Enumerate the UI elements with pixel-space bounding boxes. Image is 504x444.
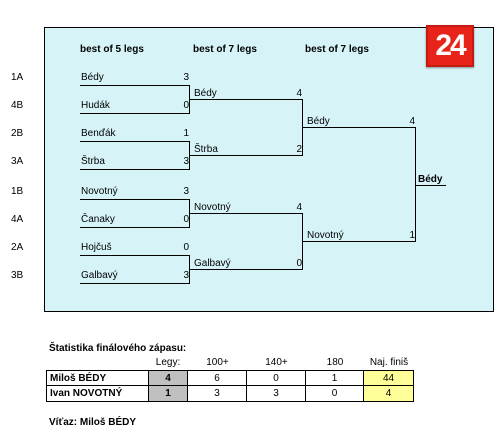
seed-label: 2A [11, 242, 24, 253]
round1-score: 3 [183, 72, 189, 83]
stats-cell: 1 [148, 386, 188, 402]
stats-cell: 0 [306, 386, 364, 402]
round1-score: 3 [183, 156, 189, 167]
bracket-winner: Bédy [418, 174, 443, 185]
round1-score: 0 [183, 242, 189, 253]
round1-player: Hojčuš [81, 242, 112, 253]
round1-score: 1 [183, 128, 189, 139]
stats-cell: 3 [247, 386, 306, 402]
bracket-line [80, 169, 190, 170]
round2-score: 0 [296, 258, 302, 269]
stats-title: Štatistika finálového zápasu: [49, 343, 187, 354]
winner-text: Víťaz: Miloš BÉDY [49, 417, 137, 428]
seed-label: 3A [11, 156, 24, 167]
bracket-line [302, 213, 303, 270]
round2-score: 4 [296, 202, 302, 213]
bracket-line [415, 127, 416, 242]
tv24-logo: 24 [426, 25, 474, 67]
bracket-line [190, 99, 303, 100]
semifinal-player: Novotný [307, 230, 344, 241]
round1-player: Novotný [81, 186, 118, 197]
seed-label: 1B [11, 186, 24, 197]
stats-cell: 4 [364, 386, 414, 402]
round3-header: best of 7 legs [305, 44, 369, 55]
round1-score: 0 [183, 214, 189, 225]
stats-col-header: Naj. finiš [369, 357, 409, 368]
stats-cell: 1 [306, 370, 364, 386]
round1-player: Štrba [81, 156, 105, 167]
round1-score: 3 [183, 186, 189, 197]
bracket-line [80, 199, 190, 200]
bracket-line [189, 85, 190, 114]
bracket-line [80, 85, 190, 86]
round2-player: Štrba [194, 144, 218, 155]
semifinal-score: 4 [409, 116, 415, 127]
bracket-line [80, 141, 190, 142]
semifinal-score: 1 [409, 230, 415, 241]
stats-col-header: 100+ [206, 357, 229, 368]
stats-col-header: 180 [326, 357, 344, 368]
round1-player: Čanaky [81, 214, 115, 225]
stats-cell: 44 [364, 370, 414, 386]
bracket-line [303, 241, 416, 242]
seed-label: 2B [11, 128, 24, 139]
bracket-line [80, 227, 190, 228]
round2-player: Galbavý [194, 258, 231, 269]
stats-cell: 3 [188, 386, 247, 402]
stats-player-name: Ivan NOVOTNÝ [46, 386, 148, 402]
seed-label: 4B [11, 100, 24, 111]
round1-header: best of 5 legs [80, 44, 144, 55]
bracket-line [189, 199, 190, 228]
bracket-line [190, 269, 303, 270]
round2-header: best of 7 legs [193, 44, 257, 55]
round2-player: Bédy [194, 88, 217, 99]
round1-player: Benďák [81, 128, 116, 139]
round1-score: 0 [183, 100, 189, 111]
bracket-line [80, 255, 190, 256]
bracket-line [190, 213, 303, 214]
stats-cell: 0 [247, 370, 306, 386]
round2-player: Novotný [194, 202, 231, 213]
stats-cell: 4 [148, 370, 188, 386]
bracket-line [416, 185, 446, 186]
stats-cell: 6 [188, 370, 247, 386]
bracket-line [303, 127, 416, 128]
round1-player: Galbavý [81, 270, 118, 281]
stats-col-header: Legy: [155, 357, 181, 368]
stats-col-header: 140+ [265, 357, 288, 368]
bracket-line [189, 255, 190, 284]
seed-label: 1A [11, 72, 24, 83]
stats-player-name: Miloš BÉDY [46, 370, 148, 386]
round1-player: Hudák [81, 100, 110, 111]
semifinal-player: Bédy [307, 116, 330, 127]
bracket-line [80, 283, 190, 284]
bracket-line [302, 99, 303, 156]
seed-label: 4A [11, 214, 24, 225]
bracket-line [189, 141, 190, 170]
round2-score: 2 [296, 144, 302, 155]
round2-score: 4 [296, 88, 302, 99]
round1-player: Bédy [81, 72, 104, 83]
bracket-line [190, 155, 303, 156]
round1-score: 3 [183, 270, 189, 281]
seed-label: 3B [11, 270, 24, 281]
bracket-line [80, 113, 190, 114]
